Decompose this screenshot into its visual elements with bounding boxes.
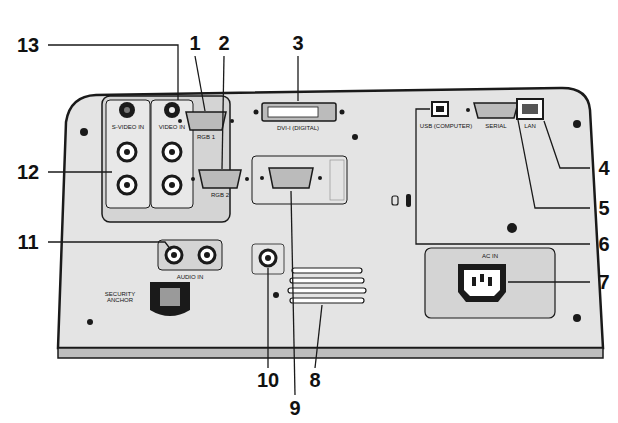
panel-label: LAN xyxy=(524,123,536,130)
callout-number: 9 xyxy=(289,397,300,420)
callout-number: 8 xyxy=(309,369,320,392)
panel-label: VIDEO IN xyxy=(159,124,185,131)
callout-number: 6 xyxy=(598,233,609,256)
panel-label: AUDIO IN xyxy=(177,274,204,281)
callout-number: 10 xyxy=(257,369,279,392)
panel-label: AC IN xyxy=(482,253,498,260)
panel-label: USB (COMPUTER) xyxy=(420,123,472,130)
panel-label: RGB 2 xyxy=(211,192,229,199)
panel-label: SECURITY ANCHOR xyxy=(103,291,137,304)
callout-number: 11 xyxy=(17,231,38,254)
panel-label: RGB 1 xyxy=(197,134,215,141)
callout-number: 3 xyxy=(292,32,303,55)
callout-number: 13 xyxy=(17,34,39,57)
panel-label: S-VIDEO IN xyxy=(112,124,144,131)
callout-number: 7 xyxy=(598,271,609,294)
callout-number: 2 xyxy=(218,32,229,55)
callout-number: 4 xyxy=(598,157,609,180)
panel-label: DVI-I (DIGITAL) xyxy=(277,125,319,132)
callout-number: 12 xyxy=(17,161,39,184)
callout-number: 1 xyxy=(189,32,200,55)
panel-label: SERIAL xyxy=(485,123,506,130)
callout-number: 5 xyxy=(598,197,609,220)
